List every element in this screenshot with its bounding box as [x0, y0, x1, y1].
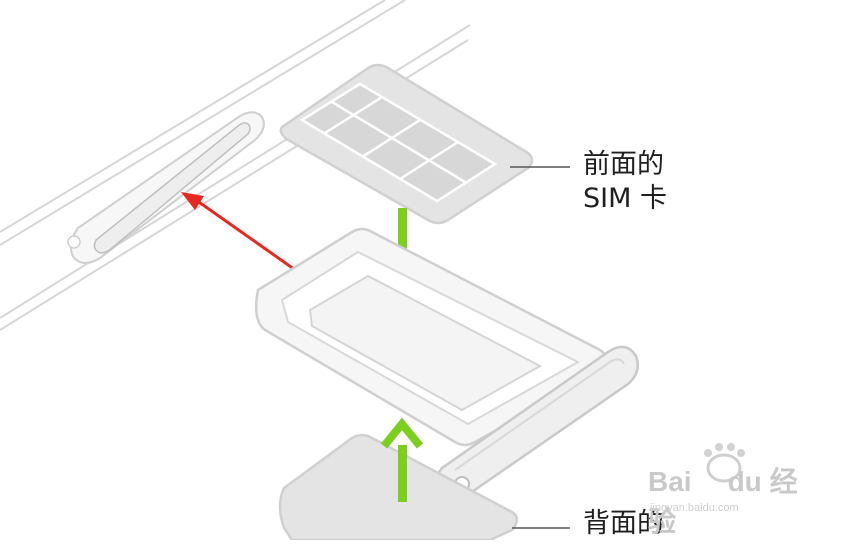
back-sim-label-line1: 背面的 [583, 508, 664, 539]
baidu-paw-icon [704, 443, 745, 483]
back-sim-label: 背面的 [583, 507, 664, 541]
watermark-site: jingyan.baidu.com [650, 502, 739, 514]
sim-slot [67, 111, 265, 264]
front-sim-label-line2: SIM 卡 [583, 183, 667, 214]
sim-tray [254, 227, 639, 502]
front-sim-label: 前面的 SIM 卡 [583, 148, 667, 216]
green-up-arrow-icon [380, 417, 424, 502]
sim-chip [299, 82, 498, 203]
eject-hole [67, 235, 81, 249]
front-sim-card [279, 63, 534, 225]
front-sim-label-line1: 前面的 [583, 149, 664, 180]
